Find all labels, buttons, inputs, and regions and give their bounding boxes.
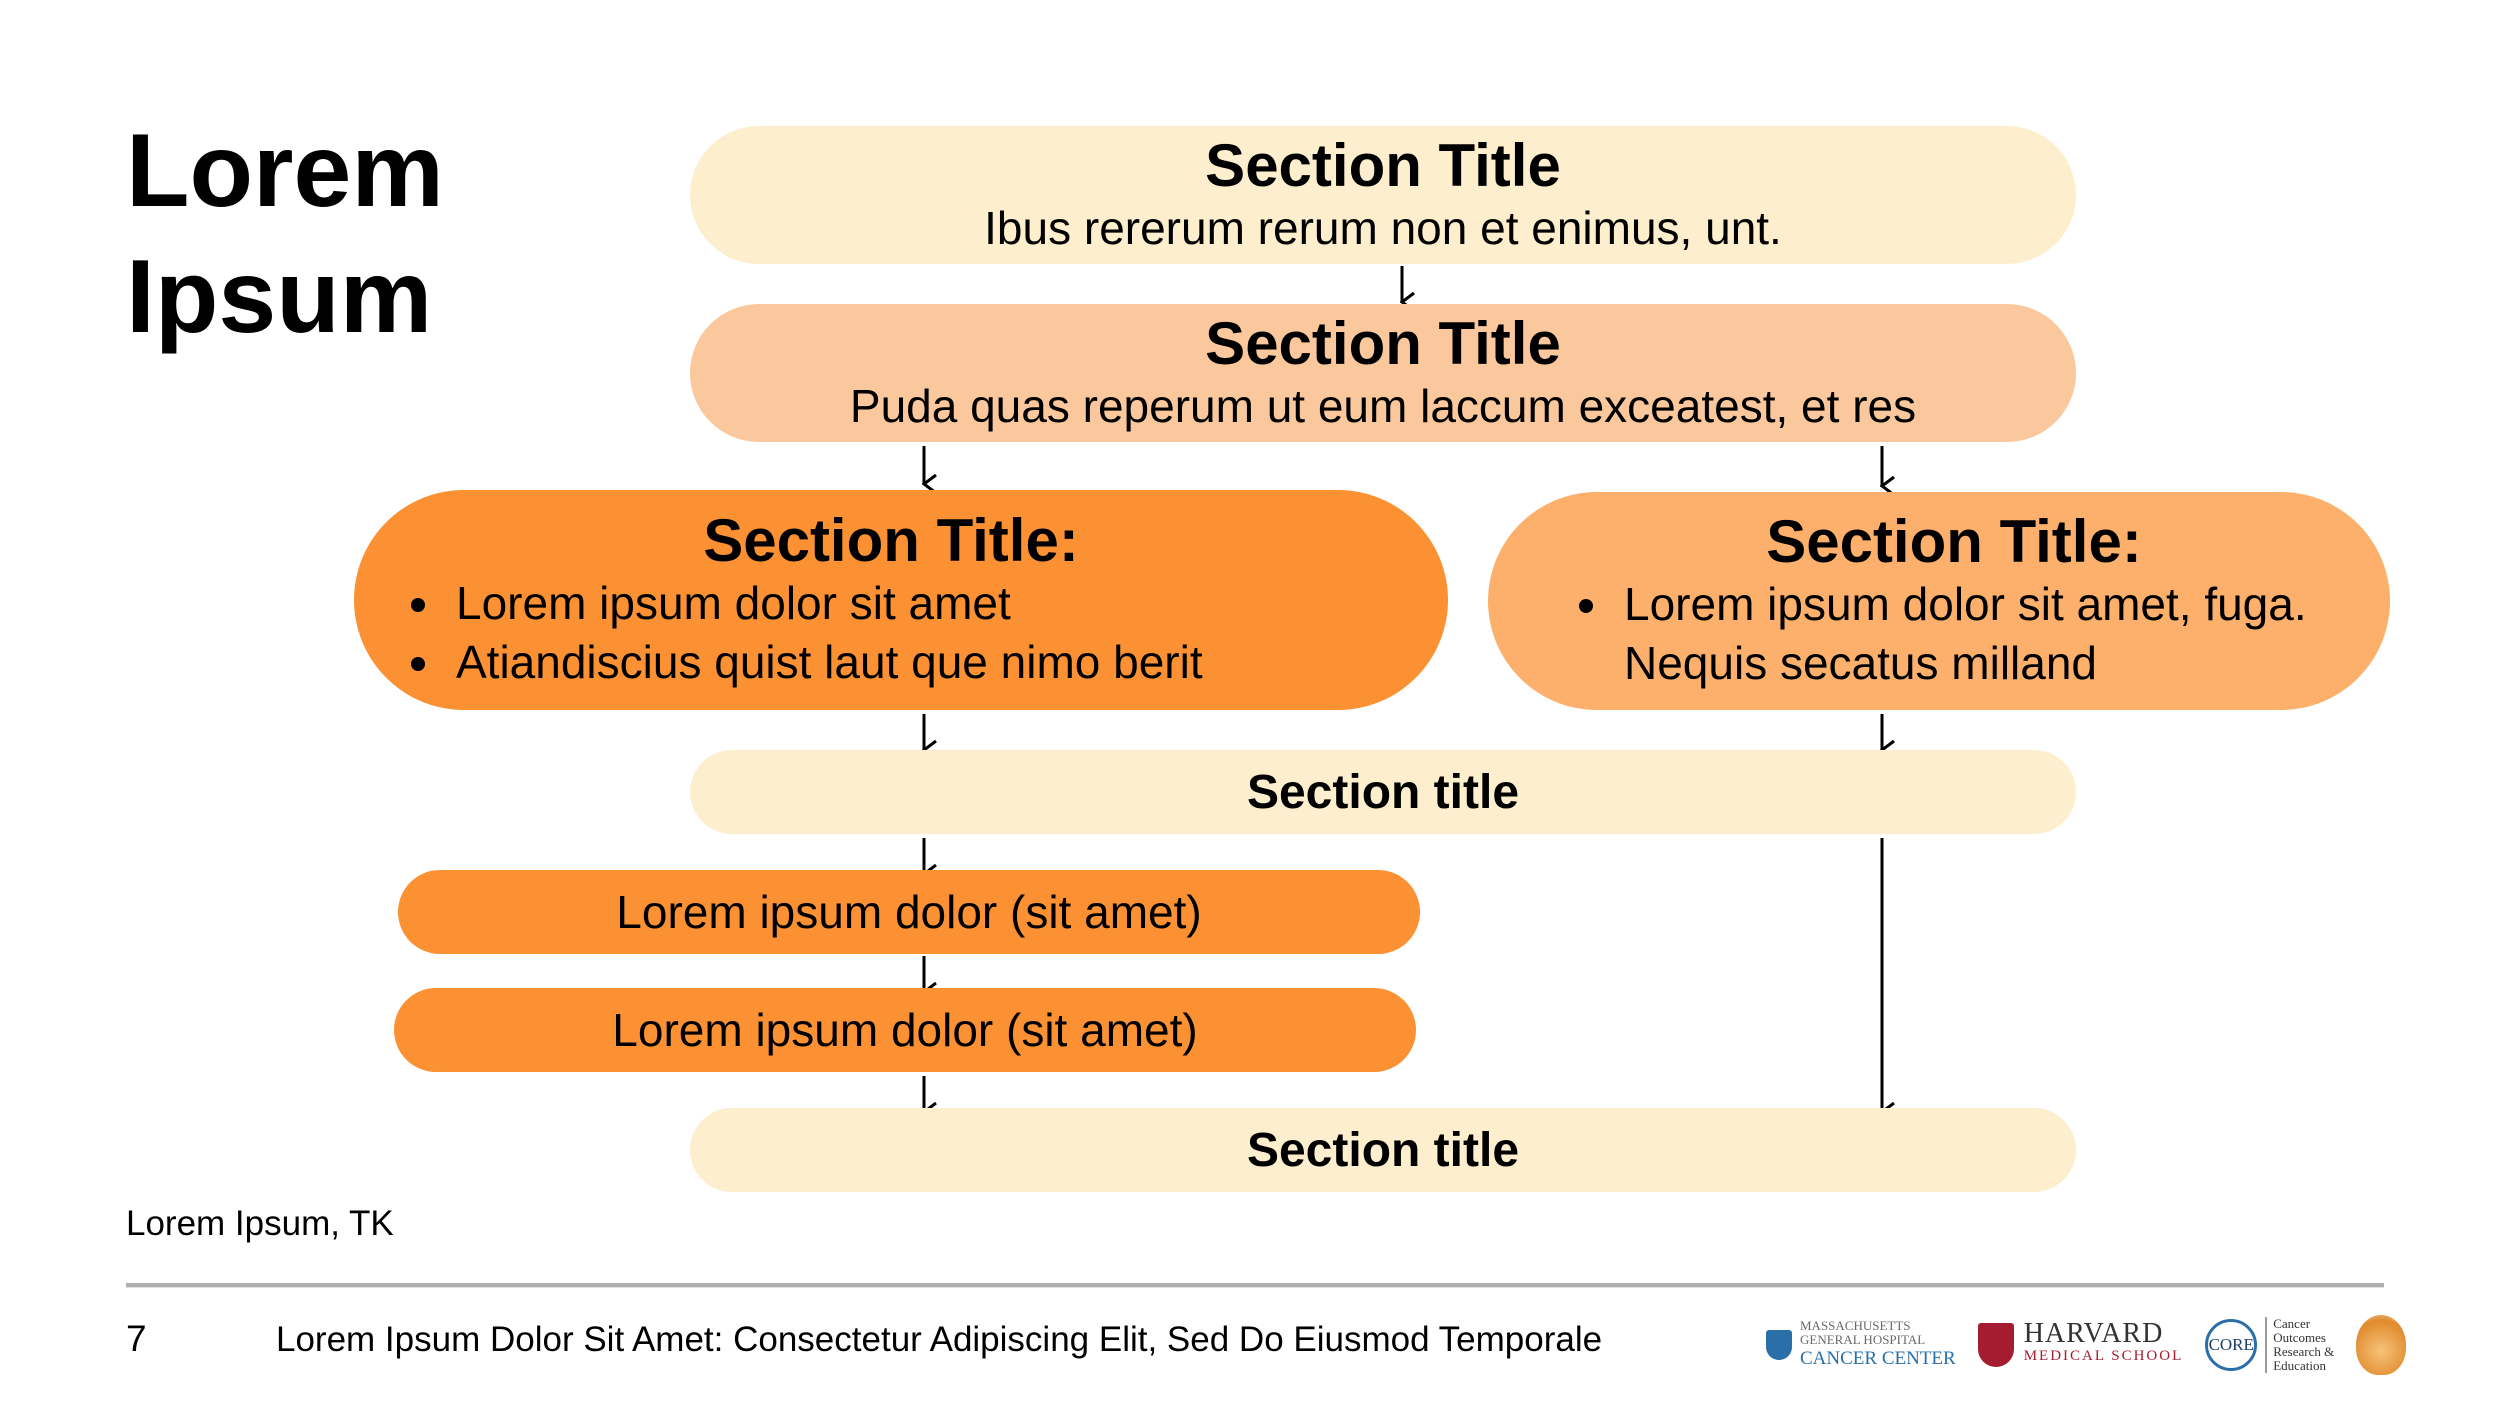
logo-text: MEDICAL SCHOOL	[2023, 1348, 2184, 1364]
section-subtitle: Ibus rererum rerum non et enimus, unt.	[984, 202, 1782, 254]
footer-divider	[126, 1283, 2384, 1288]
section-title: Section title	[1246, 765, 1520, 819]
section-subtitle: Puda quas reperum ut eum laccum exceates…	[849, 380, 1917, 432]
core-circle-icon: CORE	[2205, 1319, 2258, 1371]
bullet-item: Atiandiscius quist laut que nimo berit	[446, 633, 1392, 692]
section-box-5: Section title	[690, 750, 2076, 834]
section-title: Section Title	[1205, 310, 1561, 377]
core-logo: CORE Cancer Outcomes Research & Educatio…	[2205, 1317, 2334, 1373]
mgh-cancer-center-logo: MASSACHUSETTS GENERAL HOSPITAL CANCER CE…	[1766, 1319, 1956, 1371]
section-text: Lorem ipsum dolor (sit amet)	[616, 886, 1202, 938]
logo-text: Education	[2273, 1358, 2326, 1373]
bullet-item: Lorem ipsum dolor sit amet, fuga. Nequis…	[1614, 575, 2350, 693]
harvard-medical-school-logo: HARVARD MEDICAL SCHOOL	[1977, 1318, 2184, 1367]
page-number: 7	[126, 1318, 147, 1359]
section-title: Section Title:	[1766, 508, 2142, 575]
slide-title: Lorem Ipsum	[126, 113, 444, 355]
logo-text: Research &	[2273, 1344, 2335, 1359]
logo-text: Outcomes	[2273, 1330, 2326, 1345]
section-box-3: Section Title: Lorem ipsum dolor sit ame…	[354, 490, 1448, 710]
section-box-4: Section Title: Lorem ipsum dolor sit ame…	[1488, 492, 2390, 710]
logo-text: HARVARD	[2023, 1318, 2164, 1349]
bullet-list: Lorem ipsum dolor sit amet Atiandiscius …	[390, 574, 1392, 692]
section-text: Lorem ipsum dolor (sit amet)	[612, 1004, 1198, 1056]
section-box-1: Section Title Ibus rererum rerum non et …	[690, 126, 2076, 264]
flame-logo-icon	[2356, 1315, 2407, 1375]
section-box-7: Lorem ipsum dolor (sit amet)	[394, 988, 1416, 1072]
mgh-shield-icon	[1766, 1330, 1792, 1360]
section-box-2: Section Title Puda quas reperum ut eum l…	[690, 304, 2076, 442]
logo-text: GENERAL HOSPITAL	[1800, 1332, 1926, 1347]
harvard-shield-icon	[1977, 1323, 2014, 1367]
footer-title: Lorem Ipsum Dolor Sit Amet: Consectetur …	[276, 1320, 1603, 1359]
source-note: Lorem Ipsum, TK	[126, 1204, 394, 1243]
section-box-6: Lorem ipsum dolor (sit amet)	[398, 870, 1420, 954]
logo-text: CANCER CENTER	[1800, 1348, 1956, 1369]
section-title: Section title	[1246, 1123, 1520, 1177]
logo-text: MASSACHUSETTS	[1800, 1318, 1911, 1333]
section-title: Section Title:	[703, 507, 1079, 574]
bullet-item: Lorem ipsum dolor sit amet	[446, 574, 1392, 633]
logo-text: Cancer	[2273, 1316, 2311, 1331]
section-box-8: Section title	[690, 1108, 2076, 1192]
section-title: Section Title	[1205, 132, 1561, 199]
footer-logos: MASSACHUSETTS GENERAL HOSPITAL CANCER CE…	[1766, 1308, 2407, 1382]
bullet-list: Lorem ipsum dolor sit amet, fuga. Nequis…	[1558, 575, 2350, 693]
